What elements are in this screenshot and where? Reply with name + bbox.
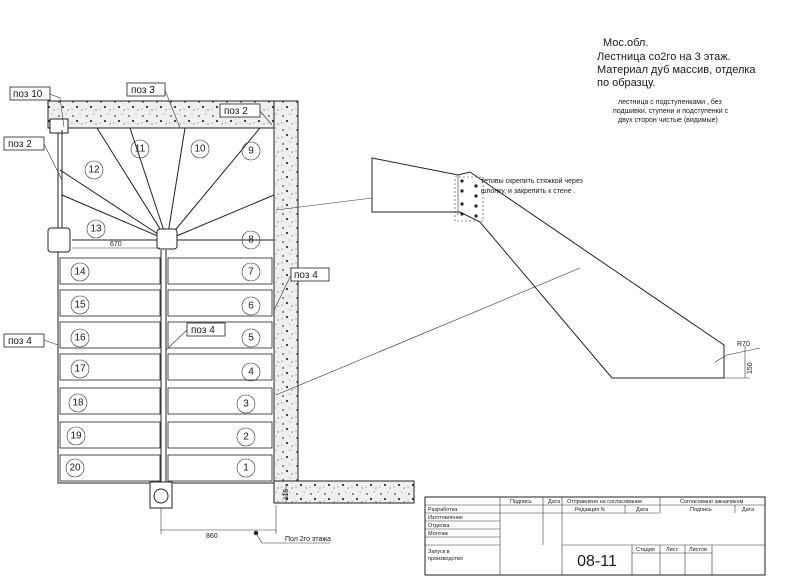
left-treads xyxy=(59,257,161,482)
step-6: 6 xyxy=(248,301,254,312)
newel-post-center xyxy=(156,228,178,250)
step-11: 11 xyxy=(135,144,146,155)
callout-poz2-top: поз 2 xyxy=(224,106,248,117)
step-10: 10 xyxy=(194,144,206,155)
step-18: 18 xyxy=(72,398,84,409)
callout-poz4-left: поз 4 xyxy=(8,336,32,347)
dim-860: 860 xyxy=(206,533,218,540)
newel-post-left xyxy=(47,227,71,253)
dim-r70: R70 xyxy=(737,341,750,348)
note-line-3: Материал дуб массив, отделка xyxy=(597,64,756,76)
tb-sign-1: Подпись xyxy=(510,499,532,505)
step-4: 4 xyxy=(248,367,254,378)
step-1: 1 xyxy=(243,463,249,474)
stringer-note-2: шпонку, и закрепить к стене . xyxy=(481,188,576,195)
step-5: 5 xyxy=(248,333,254,344)
callout-poz2-left: поз 2 xyxy=(8,139,32,150)
header-note: Мос.обл. Лестница со2го на 3 этаж. Матер… xyxy=(597,37,756,89)
tb-date-2: Дата xyxy=(636,507,649,513)
step-14: 14 xyxy=(74,267,86,278)
dim-115: 115 xyxy=(283,489,290,500)
tb-drawing-number: 08-11 xyxy=(577,553,617,570)
step-9: 9 xyxy=(248,146,254,157)
spec-line-2: подшивки, ступени и подступенки с xyxy=(613,108,729,115)
dim-150: 150 xyxy=(747,362,754,374)
stair-plan: 1 2 3 4 5 6 7 8 9 10 11 12 13 14 15 16 1… xyxy=(47,100,415,544)
step-3: 3 xyxy=(243,399,249,410)
step-8: 8 xyxy=(248,235,254,246)
spec-line-1: лестница с подступенками , без xyxy=(618,98,722,106)
step-2: 2 xyxy=(243,432,249,443)
callout-poz4-center: поз 4 xyxy=(191,325,215,336)
step-16: 16 xyxy=(74,333,86,344)
tb-sign-2: Подпись xyxy=(690,507,712,513)
step-19: 19 xyxy=(70,431,82,442)
callout-poz3: поз 3 xyxy=(131,85,155,96)
step-15: 15 xyxy=(74,300,86,311)
winder-lines xyxy=(59,127,275,241)
newel-post-top xyxy=(49,118,69,134)
bottom-wall xyxy=(273,480,415,504)
floor-label: Пол 2го этажа xyxy=(285,536,331,543)
right-treads xyxy=(167,257,273,482)
step-13: 13 xyxy=(90,224,102,235)
right-wall xyxy=(273,100,299,482)
top-wall xyxy=(47,100,299,129)
spec-note: лестница с подступенками , без подшивки,… xyxy=(613,98,729,124)
step-7: 7 xyxy=(248,267,254,278)
tb-sent: Отправлено на согласование xyxy=(567,499,642,505)
callout-poz4-right: поз 4 xyxy=(294,270,318,281)
tb-agreed: Согласовано заказчиком xyxy=(680,499,744,505)
tb-dev: Разработка xyxy=(428,507,458,513)
tb-sheet: Лист xyxy=(666,547,678,553)
newel-post-bottom xyxy=(149,481,173,509)
tb-launch-2: производство xyxy=(428,556,463,562)
dim-670: 670 xyxy=(110,241,122,248)
tb-mount: Монтаж xyxy=(428,531,448,537)
spec-line-3: двух сторон чистые (видимые) xyxy=(618,117,718,124)
tb-date-1: Дата xyxy=(548,499,561,505)
step-17: 17 xyxy=(74,364,86,375)
callouts: поз 10 поз 3 поз 2 поз 2 поз 4 поз 4 поз… xyxy=(3,82,330,351)
stringer-note-1: тетивы скрепить стяжкой через xyxy=(481,177,583,185)
step-12: 12 xyxy=(88,165,100,176)
title-block: Подпись Дата Отправлено на согласование … xyxy=(424,496,766,576)
tb-edition: Редакция N xyxy=(575,507,605,513)
tb-date-3: Дата xyxy=(742,507,755,513)
note-line-2: Лестница со2го на 3 этаж. xyxy=(597,51,731,63)
tb-sheets: Листов xyxy=(689,547,707,553)
tb-stage: Стадия xyxy=(636,547,655,553)
note-line-1: Мос.обл. xyxy=(603,37,648,49)
tb-launch-1: Запуск в xyxy=(428,549,450,555)
tb-otk: Отделка xyxy=(428,523,450,529)
step-20: 20 xyxy=(69,463,81,474)
step-numbers: 1 2 3 4 5 6 7 8 9 10 11 12 13 14 15 16 1… xyxy=(65,139,261,478)
note-line-4: по образцу. xyxy=(597,77,655,89)
tb-make: Изготовление xyxy=(428,515,463,521)
callout-poz10: поз 10 xyxy=(13,89,43,100)
stringer-view: тетивы скрепить стяжкой через шпонку, и … xyxy=(275,157,761,396)
